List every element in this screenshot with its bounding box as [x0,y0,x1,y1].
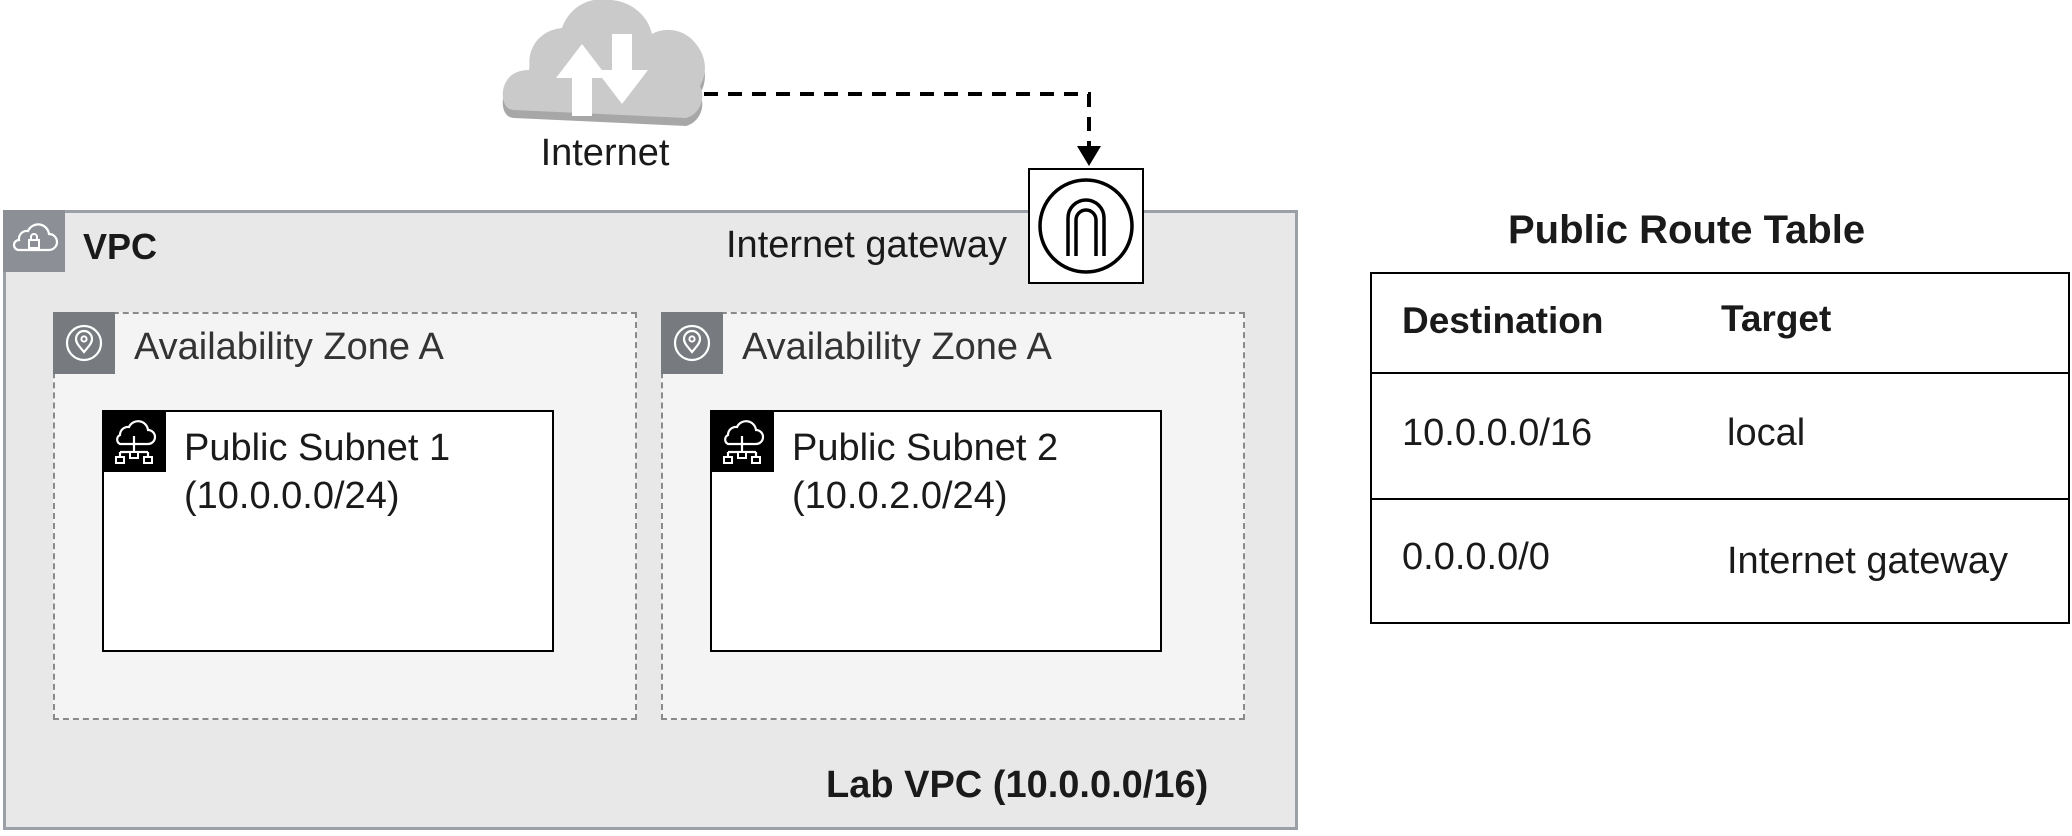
route-destination: 0.0.0.0/0 [1402,536,1550,578]
cloud-network-icon [102,410,166,472]
vpc-name-label: Lab VPC (10.0.0.0/16) [826,764,1209,806]
map-pin-icon [53,312,115,374]
table-row: 10.0.0.0/16 local [1372,374,2068,500]
availability-zone-label: Availability Zone A [742,326,1052,368]
route-target: Internet gateway [1727,540,2008,582]
internet-to-gateway-connector [704,92,1101,166]
availability-zone-label: Availability Zone A [134,326,444,368]
internet-gateway-label: Internet gateway [726,224,1007,266]
map-pin-icon [661,312,723,374]
subnet-name: Public Subnet 1 [184,427,451,469]
cloud-network-icon [710,410,774,472]
subnet-label: Public Subnet 2 (10.0.2.0/24) [792,424,1058,520]
route-table: Destination Target 10.0.0.0/16 local 0.0… [1370,272,2070,624]
cloud-up-down-arrows-icon [502,0,705,126]
internet-label: Internet [540,132,670,174]
table-row: 0.0.0.0/0 Internet gateway [1372,500,2068,622]
column-header-destination: Destination [1402,300,1604,341]
column-header-target: Target [1721,298,1832,339]
subnet-label: Public Subnet 1 (10.0.0.0/24) [184,424,450,520]
route-table-header-row: Destination Target [1372,274,2068,374]
subnet-cidr: (10.0.0.0/24) [184,475,400,517]
route-table-title: Public Route Table [1370,208,2070,253]
internet-gateway-icon [1028,168,1144,284]
public-subnet-2 [710,410,1162,652]
route-table-title-text: Public Route Table [1508,208,1866,252]
subnet-cidr: (10.0.2.0/24) [792,475,1008,517]
public-subnet-1 [102,410,554,652]
subnet-name: Public Subnet 2 [792,427,1059,469]
cloud-lock-icon [3,210,65,272]
vpc-title: VPC [83,226,158,267]
route-target: local [1727,412,1806,454]
route-destination: 10.0.0.0/16 [1402,412,1593,454]
